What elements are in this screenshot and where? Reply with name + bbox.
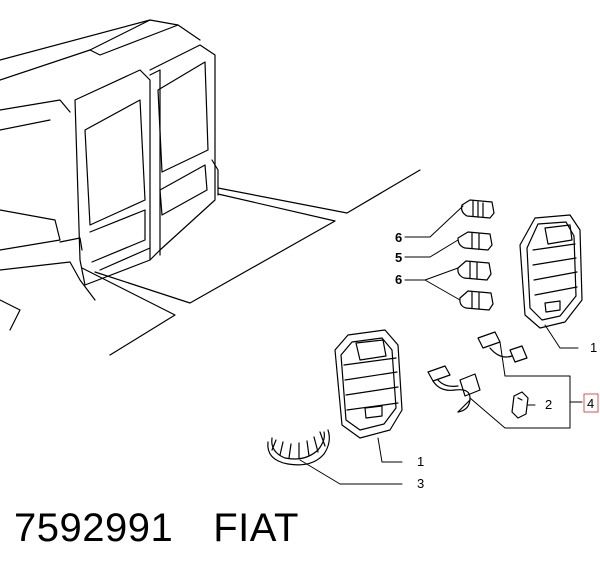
callout-1-bottom: 1 xyxy=(417,454,424,469)
tail-lamp-right xyxy=(519,214,583,329)
part-number: 7592991 xyxy=(14,506,174,550)
callout-6-top: 6 xyxy=(395,230,402,245)
leader-lines xyxy=(299,205,583,485)
tail-lamp-left xyxy=(334,329,403,439)
van-rear-illustration xyxy=(0,19,219,331)
corrugated-conduit xyxy=(267,429,330,466)
callout-5: 5 xyxy=(395,250,402,265)
callout-4-highlight xyxy=(583,393,599,413)
bulb-6-b xyxy=(459,290,494,311)
callout-3: 3 xyxy=(417,476,424,491)
part-code-footer: 7592991 FIAT xyxy=(14,506,299,551)
bulb-5 xyxy=(457,231,493,251)
pointer-lines xyxy=(81,169,421,356)
lamp-socket xyxy=(511,391,529,419)
wiring-harness xyxy=(427,331,528,413)
bulb-6-top xyxy=(460,199,495,219)
bulb-6-a xyxy=(457,260,492,281)
callout-2: 2 xyxy=(545,397,552,412)
callout-6-lower: 6 xyxy=(395,272,402,287)
callout-1-top: 1 xyxy=(590,340,597,355)
brand-name: FIAT xyxy=(213,506,299,550)
callout-4: 4 xyxy=(587,396,594,411)
